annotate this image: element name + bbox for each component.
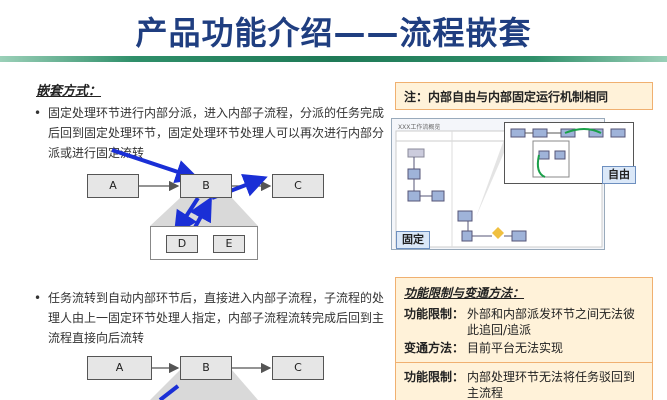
node-2-c: C bbox=[272, 356, 324, 380]
limits-panel: 功能限制与变通方法： 功能限制：外部和内部派发环节之间无法彼此追回/追派 变通方… bbox=[395, 277, 653, 367]
bullet-text: 任务流转到自动内部环节后，直接进入内部子流程，子流程的处理人由上一固定环节处理人… bbox=[48, 291, 385, 345]
limit-row-2: 功能限制：内部处理环节无法将任务驳回到主流程 bbox=[404, 369, 649, 400]
bullet-text: 固定处理环节进行内部分派，进入内部子流程，分派的任务完成后回到固定处理环节，固定… bbox=[48, 106, 385, 160]
blue-arrow-2 bbox=[158, 384, 180, 400]
node-b: B bbox=[180, 174, 232, 198]
bullet-dot: • bbox=[34, 291, 42, 305]
node-2-b: B bbox=[180, 356, 232, 380]
node-c: C bbox=[272, 174, 324, 198]
limit-row: 功能限制：外部和内部派发环节之间无法彼此追回/追派 bbox=[404, 306, 649, 338]
node-e: E bbox=[213, 235, 245, 253]
section-heading: 嵌套方式： bbox=[36, 84, 102, 99]
limits-panel-2: 功能限制：内部处理环节无法将任务驳回到主流程 bbox=[395, 362, 653, 400]
limit-value: 外部和内部派发环节之间无法彼此追回/追派 bbox=[467, 307, 636, 337]
node-d: D bbox=[166, 235, 198, 253]
free-tag: 自由 bbox=[602, 166, 636, 184]
page-title: 产品功能介绍——流程嵌套 bbox=[135, 14, 532, 52]
workaround-row: 变通方法：目前平台无法实现 bbox=[404, 340, 649, 356]
limit-label: 功能限制： bbox=[404, 307, 465, 321]
bullet-dot: • bbox=[34, 106, 42, 120]
subprocess-container: D E bbox=[150, 226, 258, 260]
limits-heading: 功能限制与变通方法： bbox=[404, 286, 525, 300]
workaround-value: 目前平台无法实现 bbox=[467, 341, 564, 355]
note-banner: 注：内部自由与内部固定运行机制相同 bbox=[395, 82, 653, 110]
title-divider bbox=[0, 56, 667, 62]
limit-label: 功能限制： bbox=[404, 370, 465, 384]
limit-value: 内部处理环节无法将任务驳回到主流程 bbox=[467, 370, 636, 400]
blue-arrow-a-to-b bbox=[111, 148, 200, 184]
node-a: A bbox=[87, 174, 139, 198]
fixed-tag: 固定 bbox=[396, 231, 430, 249]
screenshot-title: XXX工作流概览 bbox=[398, 124, 441, 131]
inner-diagram bbox=[510, 128, 626, 178]
node-2-a: A bbox=[87, 356, 152, 380]
workaround-label: 变通方法： bbox=[404, 341, 465, 355]
